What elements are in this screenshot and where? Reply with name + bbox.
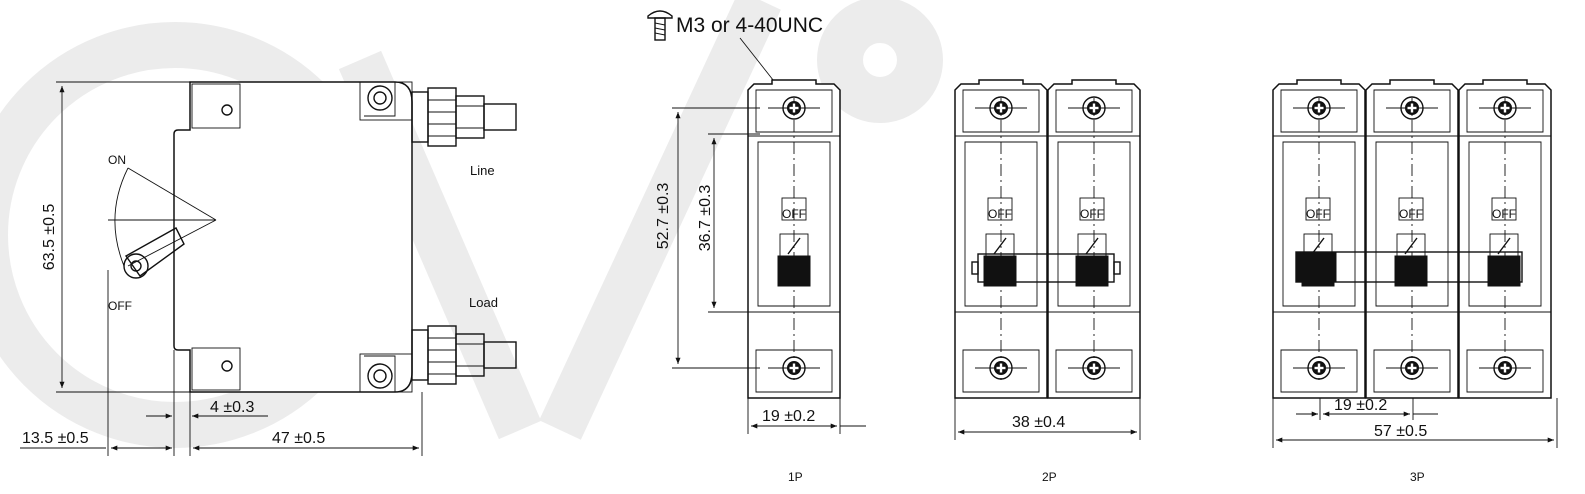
caption-1p: 1P: [788, 470, 803, 484]
side-view: ON OFF Line Load 63.5 ±0.5 4 ±0.3 13.5 ±…: [20, 81, 517, 456]
caption-3p: 3P: [1410, 470, 1425, 484]
width-3p-label: 57 ±0.5: [1374, 423, 1427, 440]
dim-height-label: 63.5 ±0.5: [41, 204, 58, 271]
width-2p-label: 38 ±0.4: [1012, 414, 1065, 431]
side-handle: [108, 167, 217, 279]
dim-window-height-label: 36.7 ±0.3: [697, 185, 714, 252]
dim-handle-label: 13.5 ±0.5: [22, 430, 89, 447]
dim-mount-height-label: 52.7 ±0.3: [655, 183, 672, 250]
screw-callout: M3 or 4-40UNC: [647, 10, 823, 105]
off-label: OFF: [108, 299, 132, 313]
pitch-3p-label: 19 ±0.2: [1334, 397, 1387, 414]
line-terminal: [411, 87, 517, 147]
caption-2p: 2P: [1042, 470, 1057, 484]
dim-flange-label: 4 ±0.3: [210, 399, 254, 416]
dim-length-label: 47 ±0.5: [272, 430, 325, 447]
line-label: Line: [470, 163, 495, 178]
off-label-3p-b: OFF: [1399, 207, 1423, 221]
front-view-3p: OFF OFF OFF 19 ±0.2 57 ±0.5 3P: [1273, 80, 1558, 484]
off-label-2p-a: OFF: [988, 207, 1012, 221]
off-label-3p-c: OFF: [1492, 207, 1516, 221]
off-label-2p-b: OFF: [1080, 207, 1104, 221]
width-1p-label: 19 ±0.2: [762, 408, 815, 425]
screw-note: M3 or 4-40UNC: [676, 14, 823, 37]
off-label-3p-a: OFF: [1306, 207, 1330, 221]
screw-icon: [647, 10, 673, 41]
front-view-2p: OFF OFF 38 ±0.4 2P: [955, 80, 1140, 484]
side-body: [173, 81, 413, 393]
load-label: Load: [469, 295, 498, 310]
on-label: ON: [108, 153, 126, 167]
load-terminal: [411, 325, 517, 385]
front-view-1p: OFF 52.7 ±0.3 36.7 ±0.3 19 ±0.2 1P: [655, 80, 866, 484]
off-label-1p: OFF: [782, 207, 806, 221]
